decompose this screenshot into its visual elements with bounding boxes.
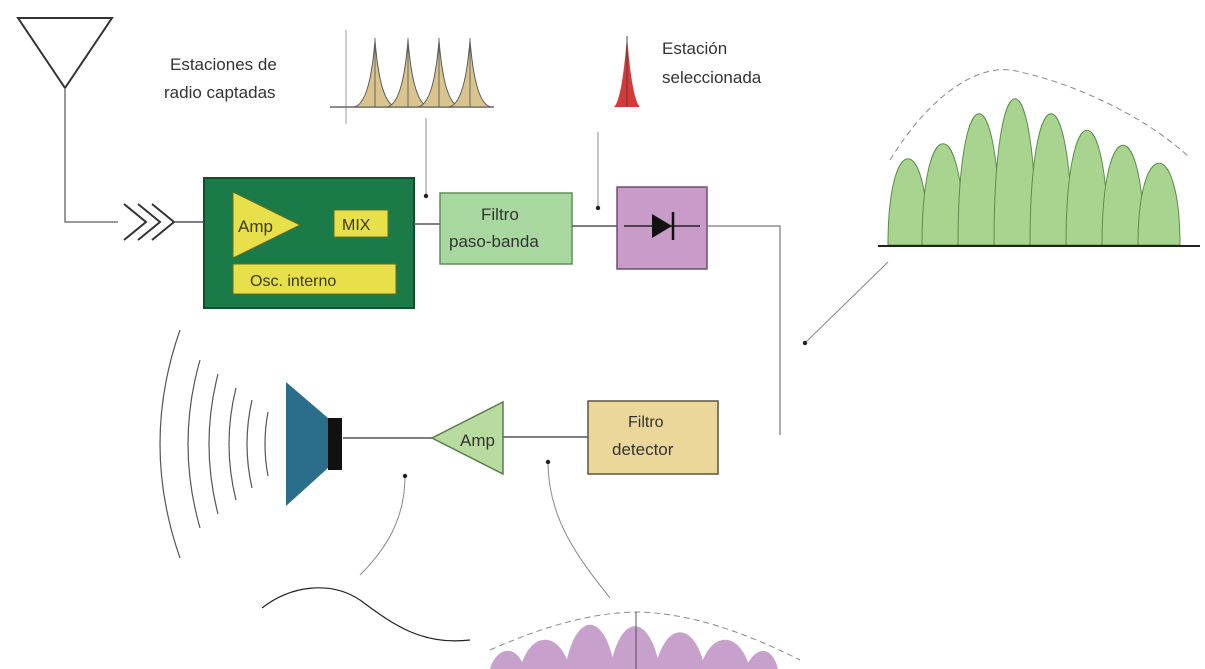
audio-amp-label: Amp <box>460 431 495 450</box>
audio-wave-icon <box>261 587 471 642</box>
bandpass-filter-block: Filtro paso-banda <box>439 192 573 265</box>
rf-amp-label: Amp <box>238 217 273 236</box>
stations-label-line1: Estaciones de <box>170 55 277 74</box>
selected-label-line1: Estación <box>662 39 727 58</box>
selected-station-icon <box>614 36 640 107</box>
stations-spectrum-icon <box>330 30 494 124</box>
audio-wave-arrow <box>359 473 408 576</box>
am-wave-arrow <box>545 459 611 599</box>
mix-label: MIX <box>342 217 371 234</box>
oscillator-label: Osc. interno <box>250 273 336 290</box>
detector-label-line1: Filtro <box>628 414 664 431</box>
stations-label-line2: radio captadas <box>164 83 276 102</box>
rectified-am-wave-icon <box>489 611 801 669</box>
detector-filter-block: Filtro detector <box>587 400 719 475</box>
antenna-icon <box>16 17 118 223</box>
diode-block <box>616 186 708 270</box>
audio-amplifier: Amp <box>430 400 504 476</box>
rf-amplifier <box>232 191 302 259</box>
link-diode-output <box>707 225 781 435</box>
sound-waves-icon <box>159 329 269 559</box>
rectified-rf-wave-icon <box>878 69 1200 247</box>
rf-wave-arrow <box>802 261 889 346</box>
selected-label-line2: seleccionada <box>662 68 762 87</box>
input-chevron-icon <box>123 203 206 241</box>
mixer-block: Amp MIX Osc. interno <box>203 177 415 309</box>
speaker-icon <box>286 382 342 506</box>
detector-label-line2: detector <box>612 440 674 459</box>
oscillator-box <box>232 263 397 295</box>
bandpass-label-line2: paso-banda <box>449 232 539 251</box>
bandpass-label-line1: Filtro <box>481 205 519 224</box>
diode-icon <box>652 214 672 238</box>
mix-box <box>333 209 389 238</box>
